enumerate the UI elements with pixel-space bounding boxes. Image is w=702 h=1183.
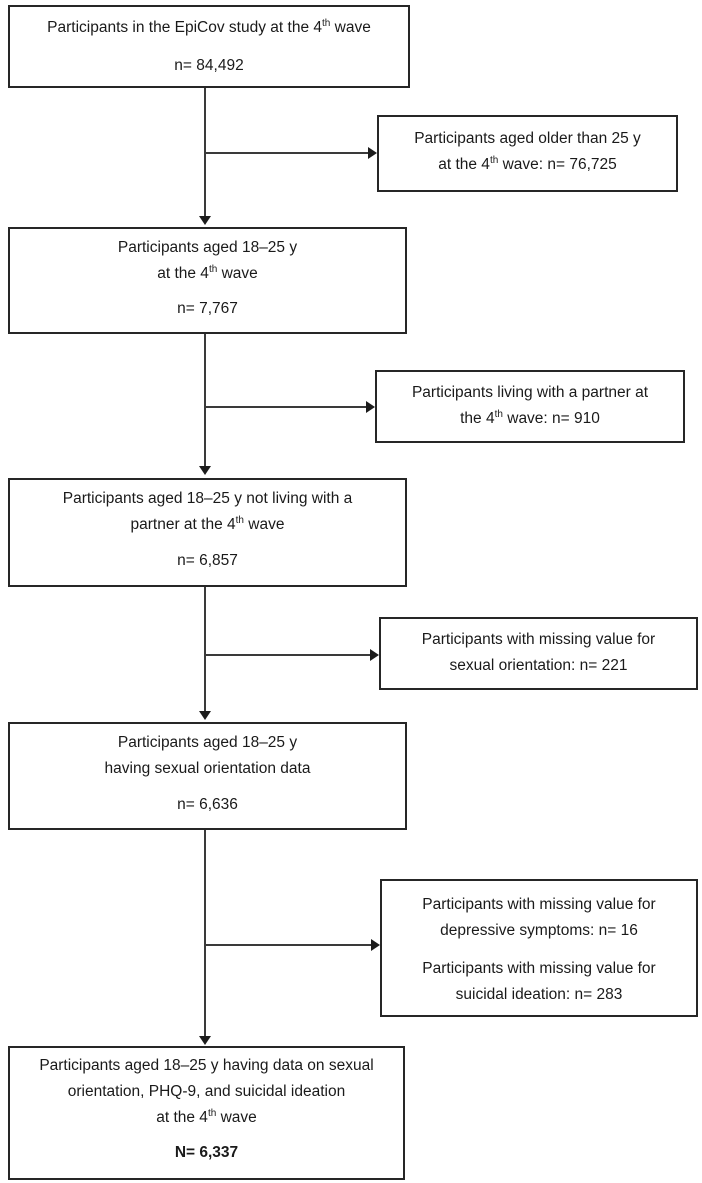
- box-line: Participants aged 18–25 y not living wit…: [62, 490, 353, 507]
- arrowhead-down-4-icon: [199, 1036, 211, 1045]
- box-line: Participants aged 18–25 y having data on…: [39, 1057, 374, 1074]
- box-line: Participants aged older than 25 y: [414, 130, 641, 147]
- n-count: n= 6,636: [177, 796, 238, 813]
- arrow-right-4: [206, 944, 371, 946]
- ordinal-superscript: th: [235, 514, 244, 526]
- arrowhead-down-3-icon: [199, 711, 211, 720]
- ordinal-superscript: th: [207, 1107, 217, 1119]
- box-final-sample: Participants aged 18–25 y having data on…: [8, 1046, 405, 1180]
- box-line-text: wave: [217, 265, 258, 282]
- box-line: depressive symptoms: n= 16: [440, 922, 638, 939]
- box-line-text: wave: n= 910: [502, 410, 600, 427]
- box-line: at the 4th wave: [10, 1105, 403, 1131]
- arrowhead-right-2-icon: [366, 401, 375, 413]
- box-not-living-with-partner: Participants aged 18–25 y not living wit…: [8, 478, 407, 587]
- box-line-text: wave: [216, 1109, 257, 1126]
- box-line: having sexual orientation data: [104, 760, 311, 777]
- n-count: n= 6,857: [177, 552, 238, 569]
- arrowhead-down-1-icon: [199, 216, 211, 225]
- arrowhead-right-3-icon: [370, 649, 379, 661]
- box-aged-18-25-wave4: Participants aged 18–25 y at the 4th wav…: [8, 227, 407, 334]
- box-line: Participants aged 18–25 y: [117, 239, 298, 256]
- arrow-right-2: [206, 406, 366, 408]
- box-line: at the 4th wave: [10, 261, 405, 287]
- box-excluded-missing-phq9-suicidal: Participants with missing value for depr…: [380, 879, 698, 1017]
- box-line-text: at the 4: [438, 156, 490, 173]
- box-line: Participants with missing value for: [422, 960, 656, 977]
- box-line: Participants with missing value for: [422, 896, 656, 913]
- box-line: sexual orientation: n= 221: [449, 657, 628, 674]
- arrow-right-3: [206, 654, 370, 656]
- ordinal-superscript: th: [494, 408, 503, 420]
- ordinal-superscript: th: [208, 263, 218, 275]
- box-line: the 4th wave: n= 910: [377, 406, 683, 432]
- box-excluded-older-than-25: Participants aged older than 25 y at the…: [377, 115, 678, 192]
- arrowhead-down-2-icon: [199, 466, 211, 475]
- box-line-text: at the 4: [156, 1109, 208, 1126]
- arrow-down-4: [204, 830, 206, 1037]
- arrow-down-2: [204, 334, 206, 466]
- arrowhead-right-4-icon: [371, 939, 380, 951]
- box-line-text: wave: [330, 19, 371, 36]
- arrow-right-1: [206, 152, 368, 154]
- box-line: suicidal ideation: n= 283: [455, 986, 623, 1003]
- arrowhead-right-1-icon: [368, 147, 377, 159]
- box-line: orientation, PHQ-9, and suicidal ideatio…: [67, 1083, 346, 1100]
- arrow-down-1: [204, 88, 206, 217]
- box-line-text: Participants in the EpiCov study at the …: [47, 19, 322, 36]
- box-excluded-missing-sexual-orientation: Participants with missing value for sexu…: [379, 617, 698, 690]
- n-count: n= 84,492: [174, 57, 244, 74]
- box-line: at the 4th wave: n= 76,725: [379, 152, 676, 178]
- ordinal-superscript: th: [489, 154, 499, 166]
- box-line: Participants aged 18–25 y: [117, 734, 298, 751]
- box-line-text: partner at the 4: [130, 516, 236, 533]
- box-line-text: wave: [243, 516, 285, 533]
- box-having-sexual-orientation-data: Participants aged 18–25 y having sexual …: [8, 722, 407, 830]
- box-excluded-living-with-partner: Participants living with a partner at th…: [375, 370, 685, 443]
- box-line: Participants in the EpiCov study at the …: [10, 15, 408, 41]
- box-line-text: at the 4: [157, 265, 209, 282]
- box-line-text: wave: n= 76,725: [498, 156, 617, 173]
- ordinal-superscript: th: [322, 17, 331, 29]
- box-line: Participants living with a partner at: [411, 384, 649, 401]
- n-count: n= 7,767: [177, 300, 238, 317]
- box-line-text: the 4: [460, 410, 495, 427]
- n-count-final: N= 6,337: [174, 1144, 239, 1161]
- box-line: partner at the 4th wave: [10, 512, 405, 538]
- arrow-down-3: [204, 587, 206, 711]
- box-line: Participants with missing value for: [421, 631, 656, 648]
- box-epicov-study-wave4: Participants in the EpiCov study at the …: [8, 5, 410, 88]
